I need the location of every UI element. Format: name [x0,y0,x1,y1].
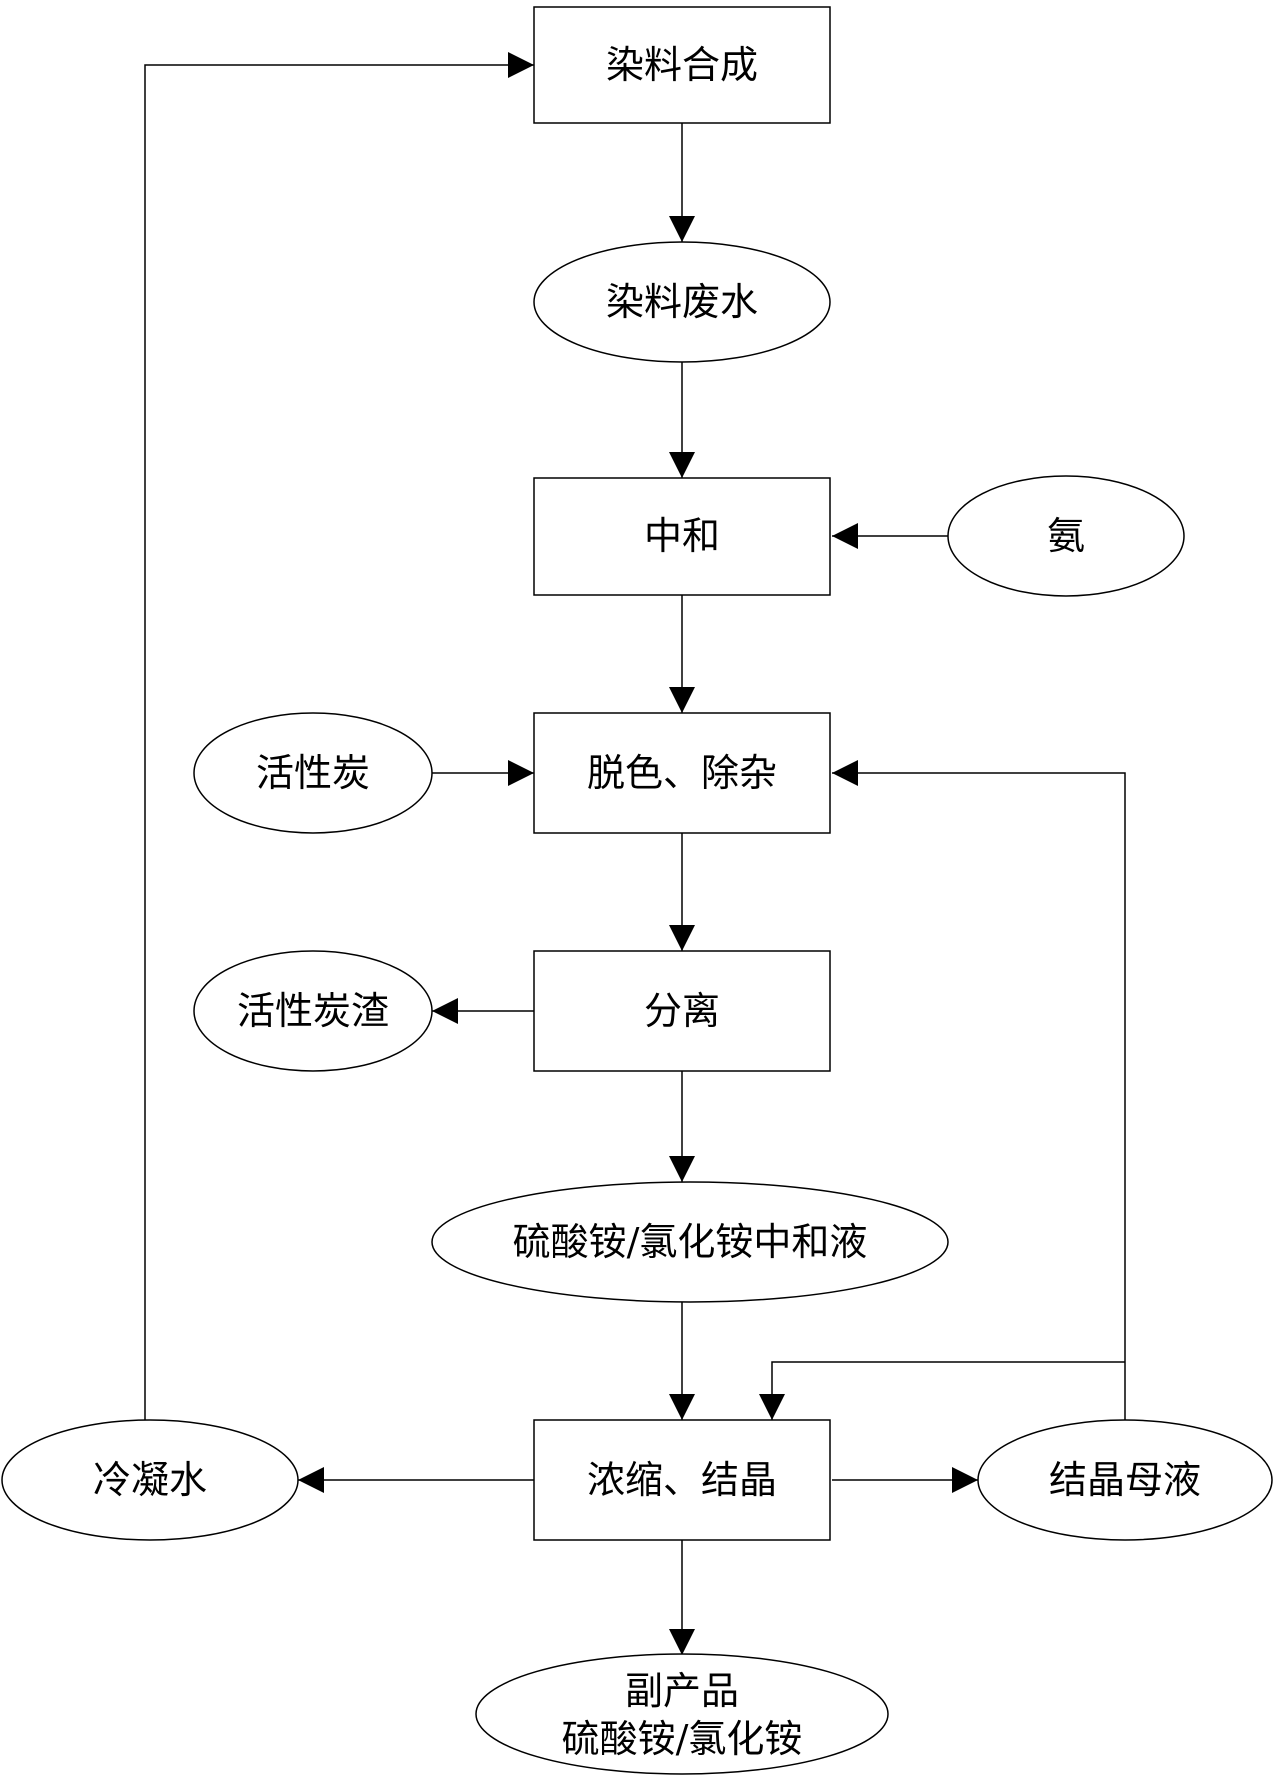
box-neutralization: 中和 [533,477,831,596]
ellipse-ammonia: 氨 [947,475,1185,597]
ellipse-mother-liquor: 结晶母液 [977,1419,1273,1541]
box-separation: 分离 [533,950,831,1072]
ellipse-neutralized-liquid: 硫酸铵/氯化铵中和液 [431,1181,949,1303]
ellipse-byproduct: 副产品 硫酸铵/氯化铵 [475,1653,889,1775]
ellipse-dye-wastewater: 染料废水 [533,241,831,363]
box-decolor: 脱色、除杂 [533,712,831,834]
ellipse-byproduct-label-line2: 硫酸铵/氯化铵 [562,1717,803,1761]
arrow-condensate-recycle-to-synthesis [144,52,534,1420]
ellipse-carbon-residue: 活性炭渣 [193,950,433,1072]
ellipse-carbon-residue-label: 活性炭渣 [237,989,389,1033]
ellipse-mother-liquor-label: 结晶母液 [1049,1458,1201,1502]
arrow-mother-liquor-to-concentrate [759,1361,1125,1420]
ellipse-activated-carbon-label: 活性炭 [256,751,370,795]
ellipse-dye-wastewater-label: 染料废水 [606,280,758,324]
box-decolor-label: 脱色、除杂 [587,751,777,795]
ellipse-activated-carbon: 活性炭 [193,712,433,834]
box-separation-label: 分离 [644,989,720,1033]
box-neutralization-label: 中和 [644,514,720,558]
ellipse-condensate: 冷凝水 [1,1419,299,1541]
box-concentrate: 浓缩、结晶 [533,1419,831,1541]
connectors [144,52,1126,1655]
ellipse-ammonia-label: 氨 [1047,514,1085,558]
box-dye-synthesis-label: 染料合成 [606,43,758,87]
box-dye-synthesis: 染料合成 [533,6,831,124]
box-concentrate-label: 浓缩、结晶 [587,1458,777,1502]
ellipse-byproduct-label-line1: 副产品 [625,1669,739,1713]
ellipse-condensate-label: 冷凝水 [93,1458,207,1502]
arrow-mother-liquor-to-decolor [832,760,1126,1420]
ellipse-neutralized-liquid-label: 硫酸铵/氯化铵中和液 [513,1220,868,1264]
